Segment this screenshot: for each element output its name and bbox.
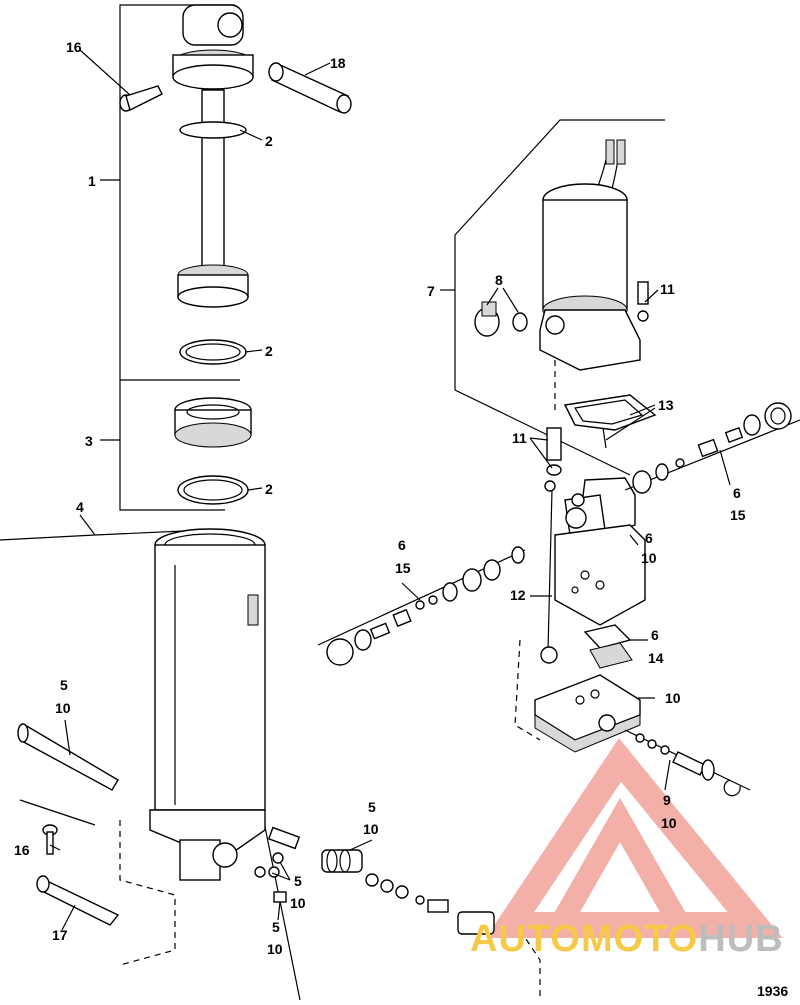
o-ring-2-mid-inner [185, 343, 241, 361]
callout-2-b: 2 [265, 343, 273, 359]
callout-5-c: 5 [294, 873, 302, 889]
callout-6-b: 6 [645, 530, 653, 546]
callout-12: 12 [510, 587, 526, 603]
end-cap [174, 397, 252, 448]
trim-cylinder-bracket [119, 4, 240, 511]
callout-7: 7 [427, 283, 435, 299]
manifold-block [554, 524, 646, 626]
callout-5-d: 5 [272, 919, 280, 935]
callout-5-a: 5 [60, 677, 68, 693]
valve-spool-assembly [321, 849, 495, 935]
trim-motor [539, 183, 641, 371]
pump-housing [149, 528, 266, 881]
callout-14: 14 [648, 650, 664, 666]
gasket-14 [583, 624, 633, 669]
callout-13: 13 [658, 397, 674, 413]
callout-10-g: 10 [267, 941, 283, 957]
motor-bracket [454, 119, 665, 476]
fill-plug-8 [474, 301, 528, 337]
callout-15-a: 15 [730, 507, 746, 523]
callout-10-c: 10 [55, 700, 71, 716]
manual-release-valve-9 [624, 729, 751, 797]
pivot-pin-16 [119, 85, 163, 112]
dashed-leader-bottom [519, 929, 541, 1000]
check-valve-row-left [317, 546, 526, 666]
cylinder-rod-assembly [172, 4, 254, 308]
small-valve-parts-left [254, 826, 301, 903]
callout-10-a: 10 [641, 550, 657, 566]
check-valve-row-right [624, 402, 800, 494]
pivot-pin-18 [268, 62, 352, 114]
gasket-13 [563, 394, 657, 449]
callout-8: 8 [495, 272, 503, 288]
callout-11-a: 11 [660, 281, 675, 297]
pin-16-bottom [42, 824, 58, 855]
callout-3: 3 [85, 433, 93, 449]
leader-lines [49, 49, 731, 931]
callout-16-top: 16 [66, 39, 82, 55]
logo-hub: HUB [698, 918, 784, 960]
callout-10-b: 10 [665, 690, 681, 706]
logo-auto: AUTO [470, 918, 581, 960]
callout-18: 18 [330, 55, 346, 71]
bolt-5-10-left [17, 723, 119, 791]
callout-10-f: 10 [290, 895, 306, 911]
callout-10-d: 10 [661, 815, 677, 831]
callout-16-bottom: 16 [14, 842, 30, 858]
watermark-logo-text: AUTOMOTOHUB [470, 918, 784, 961]
callout-15-b: 15 [395, 560, 411, 576]
valve-body [564, 477, 636, 536]
callout-4: 4 [76, 499, 84, 515]
watermark-logo [485, 738, 783, 938]
ground-strap-12 [540, 480, 558, 664]
screw-11-mid [546, 427, 562, 476]
callout-6-d: 6 [651, 627, 659, 643]
callout-labels: 16 18 2 1 2 3 2 4 7 8 11 13 11 6 15 6 10… [14, 39, 746, 957]
callout-1: 1 [88, 173, 96, 189]
dashed-leader-right [514, 639, 541, 741]
dashed-leader-left [119, 820, 176, 966]
callout-9: 9 [663, 792, 671, 808]
callout-5-b: 5 [368, 799, 376, 815]
pin-17 [36, 875, 120, 926]
callout-17: 17 [52, 927, 68, 943]
o-ring-2-lower-inner [183, 479, 243, 501]
callout-2-a: 2 [265, 133, 273, 149]
logo-moto: MOTO [580, 918, 699, 960]
callout-11-b: 11 [512, 430, 527, 446]
callout-2-c: 2 [265, 481, 273, 497]
screw-11-top [637, 281, 649, 322]
pump-plate-10 [534, 674, 641, 753]
callout-6-a: 6 [733, 485, 741, 501]
figure-number: 1936 [757, 983, 789, 999]
callout-10-e: 10 [363, 821, 379, 837]
callout-6-c: 6 [398, 537, 406, 553]
